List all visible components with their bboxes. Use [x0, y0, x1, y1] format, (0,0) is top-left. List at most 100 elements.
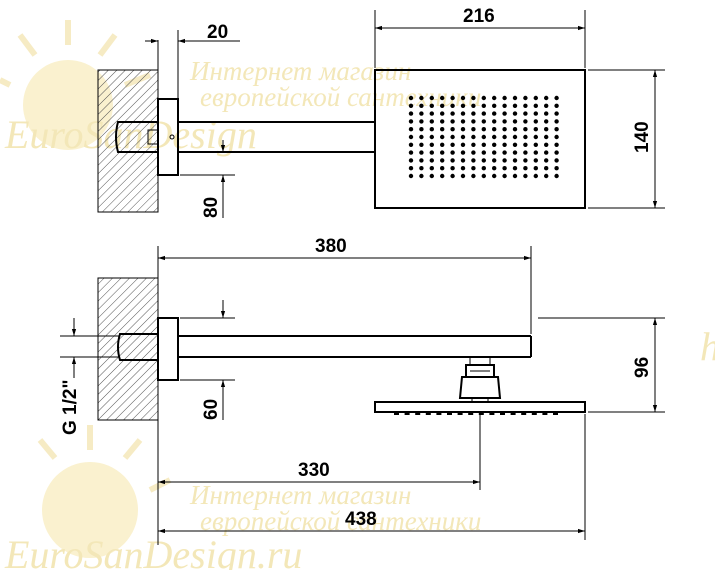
dim-label-216: 216 — [463, 6, 495, 27]
nozzle — [429, 158, 434, 163]
nozzle — [492, 111, 497, 116]
nozzle-tick — [425, 412, 431, 415]
dim-label-96: 96 — [632, 357, 653, 378]
nozzle — [450, 173, 455, 179]
nozzle-tick — [415, 412, 421, 415]
nozzle — [460, 95, 466, 101]
nozzle — [554, 158, 559, 163]
nozzle — [460, 103, 466, 109]
nozzle — [460, 142, 466, 147]
watermark-brand-bottom: EuroSanDesign.ru — [4, 532, 302, 570]
nozzle — [544, 166, 549, 171]
nozzle — [502, 166, 507, 171]
dim-arm-offset-top: 80 — [180, 140, 235, 218]
nozzle — [533, 103, 538, 109]
nozzle — [544, 173, 549, 179]
nozzle — [408, 119, 414, 124]
nozzle — [544, 158, 549, 163]
dim-label-80: 80 — [201, 197, 222, 218]
nozzle — [502, 119, 507, 124]
nozzle — [512, 95, 518, 101]
nozzle — [440, 142, 445, 147]
nozzle — [502, 142, 507, 147]
nozzle — [481, 95, 486, 101]
nozzle-tick — [510, 412, 516, 415]
nozzle — [419, 166, 424, 171]
nozzle — [533, 119, 538, 124]
nozzle — [419, 134, 424, 140]
nozzle — [554, 95, 559, 101]
nozzle — [408, 173, 414, 179]
nozzle-tick — [553, 412, 558, 415]
nozzle — [492, 95, 497, 101]
nozzle — [408, 158, 414, 163]
nozzle — [471, 158, 476, 163]
nozzle — [450, 134, 455, 140]
dim-label-380: 380 — [315, 236, 347, 257]
nozzle — [450, 95, 455, 101]
nozzle — [544, 150, 549, 155]
nozzle — [419, 95, 424, 101]
nozzle — [502, 158, 507, 163]
nozzle — [533, 111, 538, 116]
dim-head-depth: 96 — [538, 317, 665, 413]
nozzle — [481, 111, 486, 116]
nozzle — [523, 95, 528, 101]
nozzle — [512, 142, 518, 147]
nozzle — [492, 166, 497, 171]
nozzle — [523, 173, 528, 179]
nozzle — [544, 111, 549, 116]
nozzle — [460, 134, 466, 140]
nozzle — [460, 173, 466, 179]
nozzle — [440, 150, 445, 155]
nozzle — [419, 127, 424, 132]
dim-overall: 438 — [158, 414, 586, 540]
nozzle — [492, 127, 497, 132]
nozzle — [471, 127, 476, 132]
nozzle — [419, 142, 424, 147]
nozzle-tick — [436, 412, 442, 415]
nozzle — [554, 111, 559, 116]
nozzle — [471, 111, 476, 116]
nozzle — [554, 134, 559, 140]
nozzle — [481, 119, 486, 124]
nozzle — [440, 103, 445, 109]
nozzle-tick — [478, 412, 484, 415]
nozzle — [450, 119, 455, 124]
nozzle — [533, 95, 538, 101]
shower-head-side-view — [374, 401, 586, 413]
nozzle — [419, 111, 424, 116]
dim-head-width: 216 — [374, 6, 586, 68]
nozzle — [440, 173, 445, 179]
nozzle — [554, 119, 559, 124]
nozzle-tick — [468, 412, 474, 415]
dim-to-center: 330 — [158, 412, 481, 490]
nozzle — [408, 142, 414, 147]
nozzle-tick — [531, 412, 537, 415]
nozzle — [429, 95, 434, 101]
nozzle — [502, 111, 507, 116]
dim-arm-length: 380 — [158, 236, 532, 334]
sun-logo-bottom — [42, 462, 138, 558]
nozzle — [408, 111, 414, 116]
nozzle — [523, 142, 528, 147]
nozzle — [544, 119, 549, 124]
nozzle-tick — [521, 412, 527, 415]
shower-head-top-view — [374, 69, 586, 209]
nozzle — [481, 166, 486, 171]
nozzle — [492, 150, 497, 155]
nozzle — [481, 158, 486, 163]
nozzle — [429, 166, 434, 171]
nozzle — [471, 150, 476, 155]
nozzle — [492, 134, 497, 140]
nozzle — [523, 150, 528, 155]
nozzle-tick — [447, 412, 452, 415]
nozzle — [419, 173, 424, 179]
nozzle — [481, 142, 486, 147]
nozzle — [460, 166, 466, 171]
nozzle — [440, 166, 445, 171]
nozzle — [544, 103, 549, 109]
nozzle — [544, 142, 549, 147]
nozzle-tick — [500, 412, 505, 415]
